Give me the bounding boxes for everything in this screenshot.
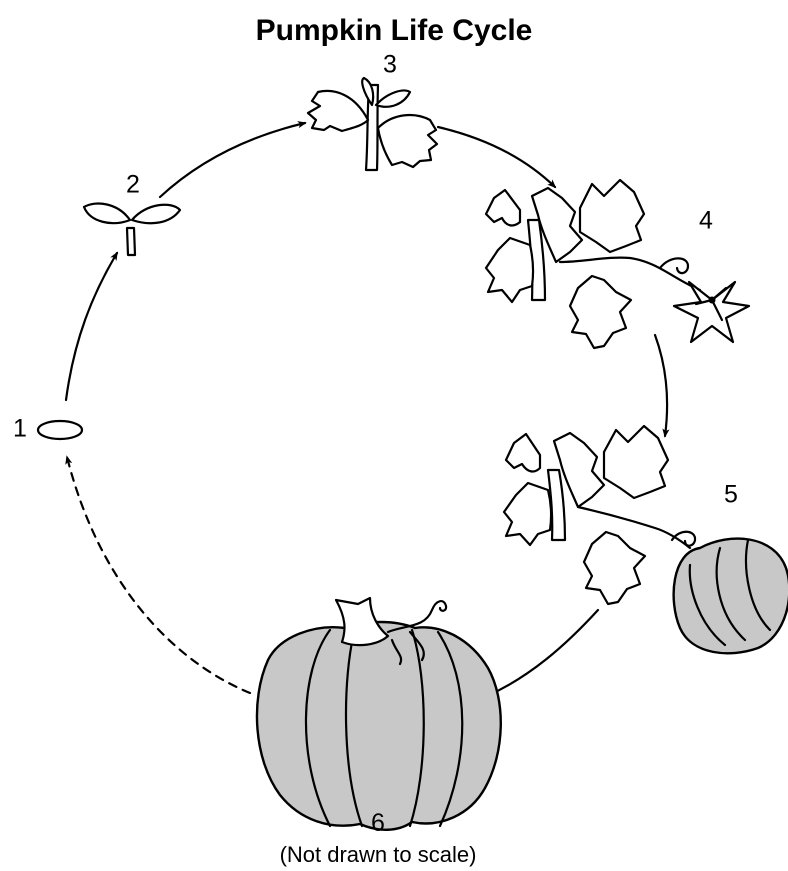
stage-6-label: 6 xyxy=(371,809,385,837)
sprout-right-leaf-icon xyxy=(132,205,180,223)
stage-5-vine-young-pumpkin xyxy=(504,426,788,653)
seedling-cotyledon-right-icon xyxy=(376,91,410,107)
stage-6-mature-pumpkin xyxy=(257,598,501,830)
stage-4-vine-flower xyxy=(486,180,749,348)
stage-3-label: 3 xyxy=(383,51,397,79)
pumpkin-body-icon xyxy=(257,622,501,830)
arrow-4-to-5 xyxy=(655,335,667,436)
seed-icon xyxy=(38,421,82,439)
stage-1-label: 1 xyxy=(13,415,27,443)
seedling-left-leaf-icon xyxy=(308,91,368,131)
vine-leaf-lower-icon xyxy=(570,276,631,348)
arrow-5-to-6 xyxy=(485,610,598,697)
stage-2-label: 2 xyxy=(126,171,140,199)
seedling-right-leaf-icon xyxy=(378,115,437,167)
stage-4-label: 4 xyxy=(699,207,713,235)
diagram-title: Pumpkin Life Cycle xyxy=(256,14,533,47)
vine-leaf-top-right-icon xyxy=(580,180,644,252)
stage-1-seed xyxy=(38,421,82,439)
stage-2-sprout xyxy=(84,203,180,255)
vine-leaf-top-right-icon xyxy=(604,426,668,498)
vine-leaf-top-left-icon xyxy=(486,190,520,225)
vine-leaf-left-icon xyxy=(504,483,551,545)
stage-3-seedling xyxy=(308,78,437,170)
arrow-1-to-2 xyxy=(66,253,117,400)
vine-leaf-top-left-icon xyxy=(506,434,540,471)
scale-note: (Not drawn to scale) xyxy=(280,842,477,867)
arrow-3-to-4 xyxy=(438,127,555,187)
flower-icon xyxy=(674,282,749,342)
sprout-left-leaf-icon xyxy=(84,203,130,223)
young-pumpkin-icon xyxy=(674,539,788,654)
arrow-2-to-3 xyxy=(160,123,305,197)
vine-leaf-lower-icon xyxy=(584,532,645,604)
stage-5-label: 5 xyxy=(724,481,738,509)
arrow-6-to-1-dashed xyxy=(67,457,250,693)
vine-leaf-left-icon xyxy=(486,238,533,302)
sprout-stem-icon xyxy=(127,228,135,255)
